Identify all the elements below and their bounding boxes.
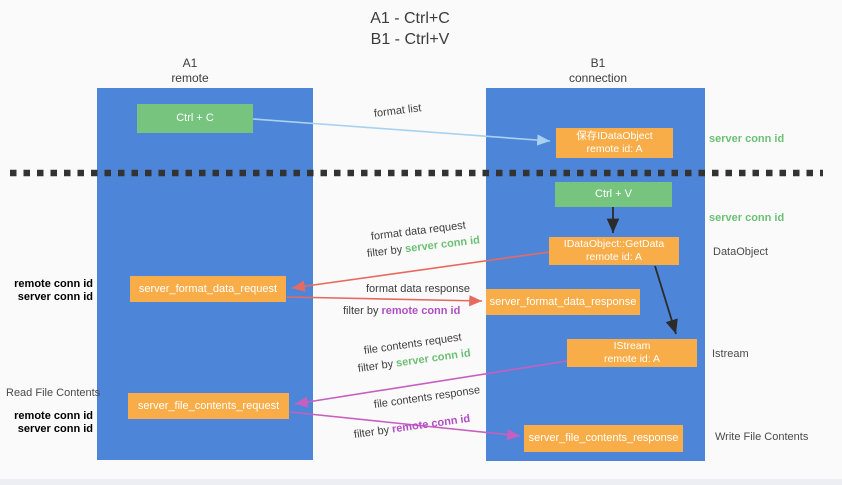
node-getdata-line1: IDataObject::GetData [563, 238, 665, 250]
format-list-label: format list [373, 102, 423, 120]
node-istream-line1: IStream [613, 340, 651, 352]
column-a1-role: remote [171, 71, 209, 85]
diagram-title: A1 - Ctrl+C B1 - Ctrl+V [280, 8, 540, 50]
filter-by-text: filter by [357, 358, 394, 375]
server-conn-id-right-mid: server conn id [709, 212, 785, 224]
format-data-response-arrow [286, 295, 483, 307]
filter-by-text: filter by [353, 424, 390, 441]
remote-conn-id-text: remote conn id [381, 305, 461, 317]
remote-conn-id-text: remote conn id [391, 412, 472, 436]
file-contents-response-label: file contents response [373, 384, 481, 411]
server-conn-id-right-top: server conn id [709, 133, 785, 145]
node-save-dataobject-line1: 保存IDataObject [576, 130, 653, 142]
title-line-2: B1 - Ctrl+V [370, 31, 450, 48]
istream-label: Istream [712, 348, 749, 360]
dataobject-label: DataObject [713, 246, 769, 258]
node-save-dataobject-line2: remote id: A [586, 143, 643, 155]
node-file-response-label: server_file_contents_response [528, 432, 679, 444]
node-ctrl-c-label: Ctrl + C [176, 112, 214, 124]
node-save-dataobject: 保存IDataObject remote id: A [556, 128, 673, 158]
remote-conn-id-left-2: remote conn id [14, 410, 93, 422]
title-line-1: A1 - Ctrl+C [370, 10, 450, 27]
server-conn-id-left-2: server conn id [17, 423, 93, 435]
node-server-file-contents-response: server_file_contents_response [524, 425, 683, 452]
column-b1-name: B1 [590, 56, 606, 70]
column-header-a1: A1 remote [120, 56, 260, 86]
node-ctrl-c: Ctrl + C [137, 104, 253, 133]
node-getdata-line2: remote id: A [585, 251, 643, 263]
file-response-filter-label: filter byremote conn id [353, 413, 471, 441]
bottom-strip [0, 479, 842, 485]
format-data-response-label: format data response [366, 283, 470, 295]
node-format-request-label: server_format_data_request [138, 282, 278, 295]
node-server-file-contents-request: server_file_contents_request [128, 393, 289, 419]
node-ctrl-v: Ctrl + V [555, 182, 672, 207]
node-ctrl-v-label: Ctrl + V [595, 188, 632, 200]
write-file-contents-label: Write File Contents [715, 431, 809, 443]
node-istream-line2: remote id: A [603, 353, 661, 365]
read-file-contents-label: Read File Contents [6, 387, 101, 399]
node-format-response-label: server_format_data_response [489, 295, 637, 308]
node-server-format-data-request: server_format_data_request [130, 276, 286, 302]
remote-conn-id-left-1: remote conn id [14, 278, 93, 290]
column-header-b1: B1 connection [528, 56, 668, 86]
node-idataobject-getdata: IDataObject::GetData remote id: A [549, 237, 679, 265]
server-conn-id-left-1: server conn id [17, 291, 93, 303]
node-file-request-label: server_file_contents_request [137, 399, 280, 412]
node-istream: IStream remote id: A [567, 339, 697, 367]
node-server-format-data-response: server_format_data_response [486, 289, 640, 315]
column-a1-name: A1 [182, 56, 198, 70]
filter-by-text: filter by [343, 305, 379, 317]
filter-by-text: filter by [366, 243, 403, 260]
column-b1-role: connection [568, 71, 628, 85]
